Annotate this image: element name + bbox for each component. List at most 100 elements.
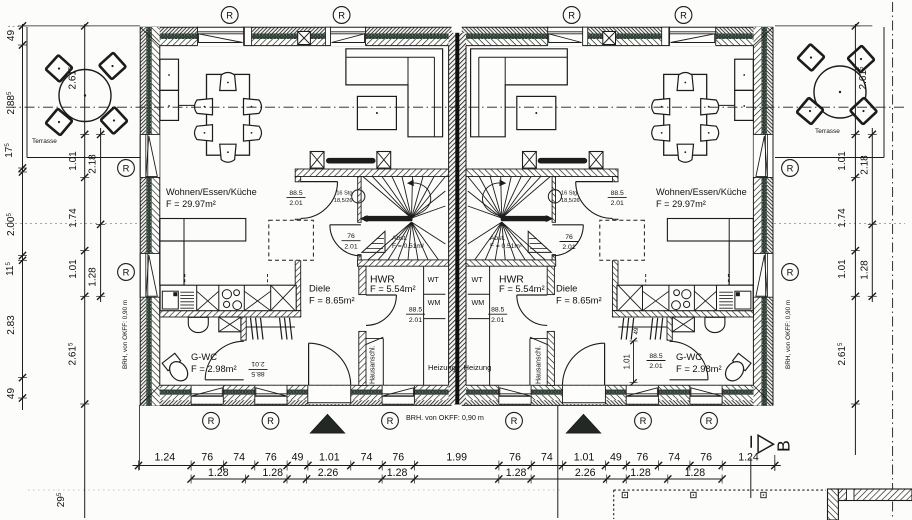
svg-text:76: 76 [347,233,355,240]
svg-text:2.005: 2.005 [6,212,17,235]
svg-text:WT: WT [428,275,440,284]
svg-text:BRH. von OKFF: 0,90 m: BRH. von OKFF: 0,90 m [406,413,484,422]
svg-text:BRH, von OKFF: 0,90 m: BRH, von OKFF: 0,90 m [785,300,792,369]
svg-text:R: R [787,162,794,173]
svg-text:2.01: 2.01 [611,200,624,207]
svg-text:1.01: 1.01 [68,259,79,279]
svg-text:1.01: 1.01 [319,451,340,463]
svg-text:G-WC: G-WC [676,351,702,362]
svg-text:F = 8.65m²: F = 8.65m² [556,294,602,305]
svg-text:F = 2.98m²: F = 2.98m² [676,363,722,374]
svg-text:2.615: 2.615 [67,66,78,89]
svg-text:2.615: 2.615 [858,66,869,89]
svg-text:88.5: 88.5 [649,353,662,360]
svg-text:R: R [338,9,345,20]
svg-text:175: 175 [4,143,15,158]
svg-text:Wohnen/Essen/Küche: Wohnen/Essen/Küche [656,187,747,197]
svg-text:115: 115 [5,262,16,276]
svg-text:74: 74 [233,451,245,463]
svg-text:Abst.: Abst. [490,235,505,242]
svg-text:R: R [511,415,518,426]
svg-text:49: 49 [633,327,640,334]
svg-text:B: B [774,440,794,452]
svg-text:74: 74 [668,451,680,463]
svg-text:HWR: HWR [370,275,395,286]
svg-text:88.5: 88.5 [289,190,302,197]
svg-text:74: 74 [361,451,373,463]
svg-text:2.26: 2.26 [318,467,339,479]
svg-text:1.01: 1.01 [837,259,848,279]
svg-text:1.74: 1.74 [837,208,848,228]
svg-text:1.28: 1.28 [860,260,871,280]
svg-text:R: R [568,9,575,20]
svg-text:F = 0.51m²: F = 0.51m² [392,243,425,250]
svg-text:2.18: 2.18 [88,154,99,174]
svg-text:Terrasse: Terrasse [32,138,57,145]
svg-text:2.83: 2.83 [6,315,17,335]
svg-text:F = 8.65m²: F = 8.65m² [309,294,355,305]
svg-text:Hausanschl.: Hausanschl. [370,345,377,384]
svg-text:2.01: 2.01 [649,363,662,370]
svg-text:18,5/26: 18,5/26 [561,198,580,204]
svg-text:F = 5.54m²: F = 5.54m² [499,283,545,294]
svg-text:88.5: 88.5 [409,307,422,314]
svg-text:18,5/26: 18,5/26 [334,198,353,204]
svg-text:Diele: Diele [309,282,330,293]
svg-text:F = 29.97m²: F = 29.97m² [656,199,706,209]
svg-text:R: R [706,415,713,426]
svg-text:1.28: 1.28 [262,467,283,479]
svg-text:G-WC: G-WC [191,351,217,362]
svg-text:2.18: 2.18 [860,155,871,175]
svg-text:2.615: 2.615 [837,342,848,365]
svg-text:2.01: 2.01 [491,317,504,324]
svg-text:1.28: 1.28 [387,467,408,479]
svg-text:1.24: 1.24 [738,451,759,463]
svg-text:1.01: 1.01 [623,354,632,369]
svg-text:R: R [267,415,274,426]
svg-text:F = 0.51m²: F = 0.51m² [490,243,523,250]
svg-text:1.24: 1.24 [154,451,175,463]
svg-text:295: 295 [56,492,67,507]
svg-text:2.26: 2.26 [575,467,596,479]
svg-text:1.01: 1.01 [68,151,79,171]
svg-text:R: R [640,415,647,426]
svg-text:2.01: 2.01 [251,360,264,367]
svg-text:Heizung: Heizung [428,363,456,372]
svg-text:49: 49 [6,30,17,42]
svg-text:1.74: 1.74 [68,208,79,228]
svg-text:R: R [208,415,215,426]
svg-text:HWR: HWR [499,275,524,286]
svg-text:1.28: 1.28 [506,467,527,479]
svg-text:76: 76 [509,451,521,463]
svg-text:WT: WT [472,275,484,284]
svg-text:76: 76 [565,234,573,241]
svg-text:2.01: 2.01 [344,243,357,250]
svg-text:Diele: Diele [556,282,577,293]
svg-text:F = 5.54m²: F = 5.54m² [370,283,416,294]
svg-text:1.28: 1.28 [88,267,99,287]
svg-text:49: 49 [292,451,304,463]
svg-text:1.28: 1.28 [630,467,651,479]
svg-text:2.615: 2.615 [67,342,78,365]
svg-text:WM: WM [472,298,485,307]
svg-text:1.01: 1.01 [837,151,848,171]
svg-text:76: 76 [265,451,277,463]
svg-text:R: R [680,9,687,20]
svg-text:Abst.: Abst. [392,235,407,242]
svg-text:R: R [123,266,130,277]
svg-text:2.885: 2.885 [6,91,17,114]
svg-text:76: 76 [201,451,213,463]
svg-text:49: 49 [6,388,17,400]
svg-text:1.28: 1.28 [208,467,229,479]
svg-text:2.01: 2.01 [562,244,575,251]
svg-text:Heizung: Heizung [464,363,492,372]
svg-text:BRH, von OKFF: 0,90 m: BRH, von OKFF: 0,90 m [122,300,129,369]
svg-text:2.01: 2.01 [409,317,422,324]
svg-text:88.5: 88.5 [491,307,504,314]
svg-text:1.99: 1.99 [446,451,467,463]
svg-text:1.28: 1.28 [685,467,706,479]
svg-text:2.01: 2.01 [289,200,302,207]
svg-text:1.01: 1.01 [574,451,595,463]
svg-text:Terrasse: Terrasse [815,128,840,135]
svg-text:88.5: 88.5 [251,370,264,377]
